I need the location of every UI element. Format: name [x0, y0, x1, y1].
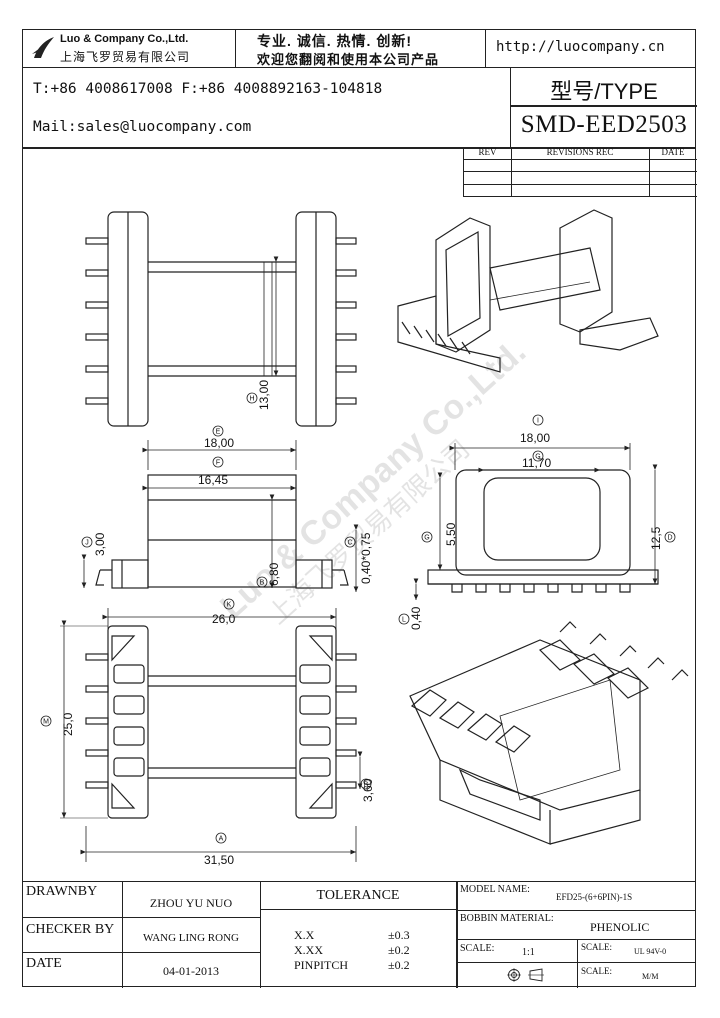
dim-side-inner: 16,45 [198, 473, 228, 487]
isometric-view-top [397, 209, 659, 373]
bobbin-value: PHENOLIC [590, 920, 650, 934]
scale-value: 1:1 [522, 947, 535, 958]
tol-value-2: ±0.2 [388, 943, 410, 957]
tag-b1: B [260, 580, 265, 587]
scale-label: SCALE: [460, 943, 495, 954]
company-name-en: Luo & Company Co.,Ltd. [60, 33, 189, 45]
dimension-tags [40, 392, 676, 844]
dim-front-window: 5,50 [444, 522, 458, 546]
dim-front-height: 12,5 [649, 526, 663, 550]
tol-value-3: ±0.2 [388, 958, 410, 972]
date-header: DATE [661, 147, 685, 157]
drawing-border [22, 29, 696, 987]
tag-j: J [85, 540, 89, 547]
isometric-view-bottom [409, 621, 689, 845]
rev-header: REV [478, 147, 497, 157]
dim-top-height: 13,00 [257, 380, 271, 410]
front-view [413, 443, 659, 600]
phone-fax: T:+86 4008617008 F:+86 4008892163-104818 [33, 81, 383, 97]
company-name-cn: 上海飞罗贸易有限公司 [60, 50, 191, 64]
dim-bottom-width: 26,0 [212, 612, 236, 626]
slogan-line2: 欢迎您翻阅和使用本公司产品 [257, 52, 440, 67]
slogan-line1: 专业. 诚信. 热情. 创新! [257, 33, 412, 49]
type-label: 型号/TYPE [550, 79, 658, 104]
tolerance-label: TOLERANCE [316, 888, 400, 903]
dim-front-inner: 11,70 [522, 456, 551, 470]
projection-symbol-icon [507, 968, 544, 982]
tag-e: E [216, 429, 221, 436]
scale2-label: SCALE: [581, 942, 613, 952]
tol-value-1: ±0.3 [388, 928, 410, 942]
dim-side-pin: 0,40*0,75 [359, 532, 373, 584]
date-label: DATE [26, 956, 62, 971]
logo-icon [32, 37, 54, 58]
header-block: Luo & Company Co.,Ltd. 上海飞罗贸易有限公司 专业. 诚信… [22, 29, 697, 149]
scale3-label: SCALE: [581, 966, 613, 976]
tag-b2: B [364, 782, 369, 789]
model-name-label: MODEL NAME: [460, 884, 530, 895]
bottom-view [60, 608, 363, 862]
tol-name-2: X.XX [294, 943, 323, 957]
date-value: 04-01-2013 [163, 964, 219, 978]
scale3-value: M/M [642, 972, 659, 981]
dim-front-overall: 18,00 [520, 431, 550, 445]
tag-h: H [249, 396, 254, 403]
checker-label: CHECKER BY [26, 922, 115, 937]
tag-d: D [667, 535, 672, 542]
tag-a: A [219, 836, 224, 843]
tag-k: K [227, 602, 232, 609]
dim-bottom-overall: 31,50 [204, 853, 234, 867]
tol-name-3: PINPITCH [294, 958, 349, 972]
dim-side-left: 3,00 [93, 532, 107, 556]
type-model: SMD-EED2503 [520, 111, 688, 138]
dim-side-bottom: 6,80 [267, 562, 281, 586]
revision-table: REV REVISIONS REC DATE [463, 147, 697, 197]
mail-address: Mail:sales@luocompany.com [33, 119, 252, 135]
tag-f: F [216, 460, 220, 467]
tag-m: M [43, 719, 49, 726]
top-view [85, 211, 357, 427]
type-block: 型号/TYPE SMD-EED2503 [510, 67, 697, 147]
scale2-value: UL 94V-0 [634, 947, 667, 956]
model-name-value: EFD25-(6+6PIN)-1S [556, 892, 633, 902]
tag-g2: G [424, 535, 429, 542]
tol-name-1: X.X [294, 928, 315, 942]
dim-front-base: 0,40 [409, 606, 423, 630]
drawnby-value: ZHOU YU NUO [149, 896, 233, 910]
tag-l: L [402, 617, 406, 624]
tag-i: I [537, 418, 539, 425]
side-view [81, 440, 359, 592]
title-block: DRAWNBY ZHOU YU NUO CHECKER BY WANG LING… [22, 881, 696, 988]
dim-side-overall: 18,00 [204, 436, 234, 450]
slogan-box: 专业. 诚信. 热情. 创新! 欢迎您翻阅和使用本公司产品 [235, 29, 486, 68]
drawnby-label: DRAWNBY [26, 884, 98, 899]
website-link[interactable]: http://luocompany.cn [496, 39, 665, 55]
tag-g1: G [535, 454, 540, 461]
dim-bottom-pitch: 3,60 [361, 778, 375, 802]
revisions-rec-header: REVISIONS REC [546, 147, 614, 157]
logo-box: Luo & Company Co.,Ltd. 上海飞罗贸易有限公司 [22, 29, 236, 68]
bobbin-label: BOBBIN MATERIAL: [460, 913, 554, 924]
checker-value: WANG LING RONG [143, 932, 239, 944]
tag-c: C [347, 540, 352, 547]
dim-bottom-height: 25,0 [61, 712, 75, 736]
website-box: http://luocompany.cn [485, 29, 696, 68]
